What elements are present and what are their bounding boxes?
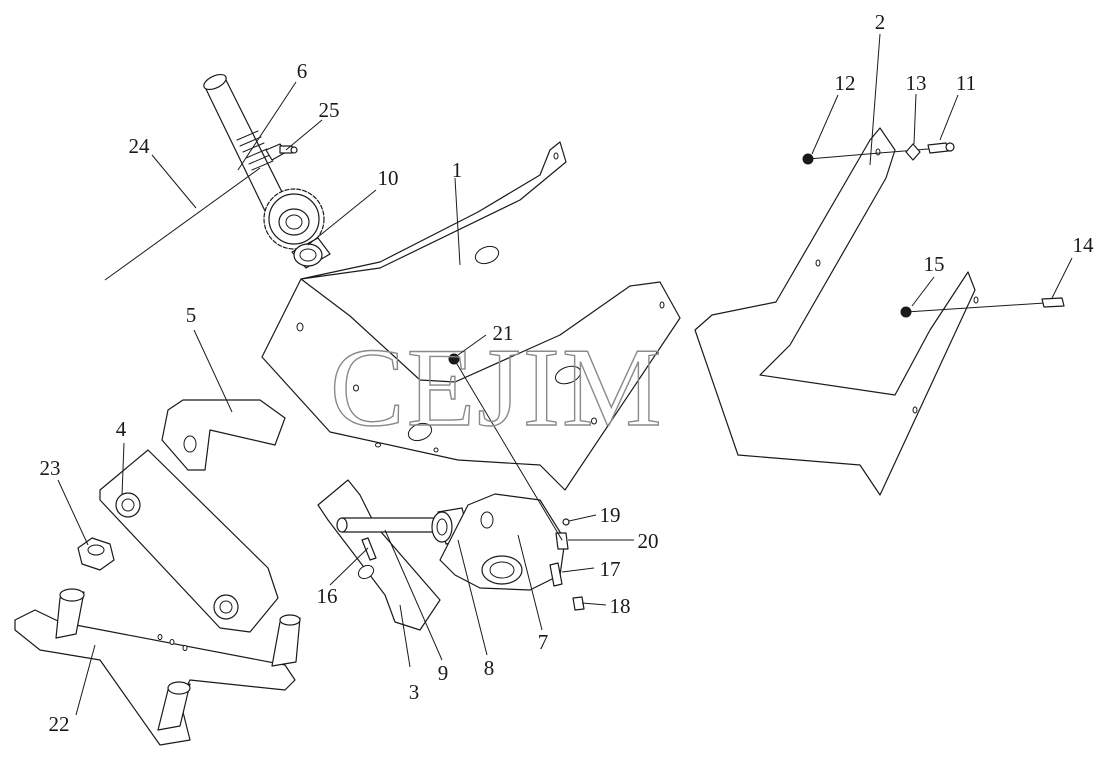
- callout-4: 4: [116, 417, 127, 441]
- watermark: CEJIM: [330, 326, 664, 450]
- callout-23: 23: [40, 456, 61, 480]
- part-19-ball: [562, 518, 570, 526]
- callout-7: 7: [538, 630, 549, 654]
- part-25-grease-nipple: [265, 143, 298, 161]
- part-2-bracket: [694, 127, 979, 496]
- part-10-bushing: [291, 237, 331, 269]
- callout-21: 21: [493, 321, 514, 345]
- part-1-main-bracket: [261, 141, 681, 491]
- small-fasteners: [549, 518, 585, 611]
- callout-20: 20: [638, 529, 659, 553]
- callout-15: 15: [924, 252, 945, 276]
- part-15-nut: [900, 306, 912, 318]
- part-13-washer: [905, 143, 921, 161]
- bolt-assembly-15-14: [900, 297, 1065, 318]
- part-18-plug: [572, 596, 585, 611]
- part-6-gear: [263, 188, 325, 250]
- part-23-nut: [77, 537, 115, 571]
- callout-8: 8: [484, 656, 495, 680]
- part-12-nut: [802, 153, 814, 165]
- callout-19: 19: [600, 503, 621, 527]
- leader-lines: [57, 33, 1073, 716]
- callout-18: 18: [610, 594, 631, 618]
- callout-9: 9: [438, 661, 449, 685]
- callout-1: 1: [452, 158, 463, 182]
- callout-16: 16: [317, 584, 338, 608]
- callout-3: 3: [409, 680, 420, 704]
- callout-10: 10: [378, 166, 399, 190]
- callout-5: 5: [186, 303, 197, 327]
- part-9-pin: [336, 517, 439, 533]
- part-22-base-bracket: [14, 588, 301, 746]
- callout-11: 11: [956, 71, 976, 95]
- part-14-bolt: [1041, 297, 1065, 308]
- callout-25: 25: [319, 98, 340, 122]
- callout-6: 6: [297, 59, 308, 83]
- callout-17: 17: [600, 557, 621, 581]
- part-16-pin: [361, 537, 377, 561]
- callout-24: 24: [129, 134, 151, 158]
- part-7-lever-housing: [439, 493, 566, 591]
- callout-labels: 1 2 3 4 5 6 7 8 9 10 11 12 13 14 15 16 1…: [40, 10, 1095, 736]
- part-20-screw: [555, 532, 569, 550]
- callout-12: 12: [835, 71, 856, 95]
- callout-22: 22: [49, 712, 70, 736]
- callout-14: 14: [1073, 233, 1095, 257]
- shaft-spline: [236, 130, 274, 171]
- part-4-plate: [99, 449, 279, 633]
- part-11-bolt: [927, 142, 949, 154]
- part-17-pin: [549, 562, 563, 587]
- callout-2: 2: [875, 10, 886, 34]
- bolt-assembly-12-13-11: [802, 142, 955, 165]
- callout-13: 13: [906, 71, 927, 95]
- part-5-clip: [161, 399, 286, 471]
